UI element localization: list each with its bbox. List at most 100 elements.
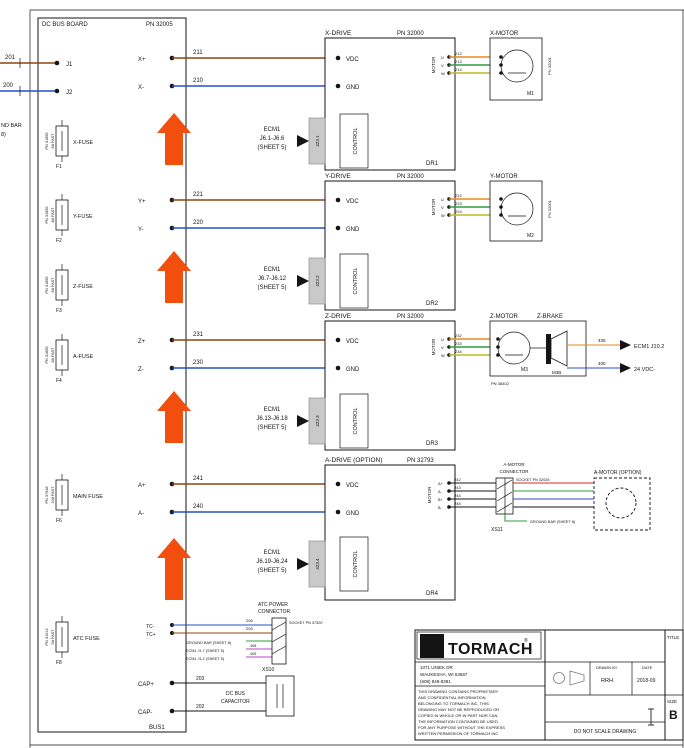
x-ribbon-label: 423.1	[315, 135, 320, 147]
x-motor-port-label: MOTOR	[431, 56, 436, 73]
terminal-a-minus: A-	[138, 511, 144, 517]
z-drive-section: Z-DRIVE PN 32000 VDC GND CONTROL 423.3 E…	[256, 313, 456, 451]
a-motor-option-symbol	[605, 487, 637, 519]
z-brake-bar	[546, 334, 551, 364]
x-drive-title: X-DRIVE	[325, 30, 352, 37]
y-motor-ref: M2	[527, 233, 534, 239]
fuse-x-pn: PN 31655	[45, 133, 49, 150]
atc-ref-ecm-j17: ECM1 J1.7 (SHEET 5)	[186, 649, 225, 653]
x-ecm-line2: J6.1-J6.6	[260, 136, 285, 142]
y-motor-title: Y-MOTOR	[490, 174, 518, 180]
z-motor-title: Z-MOTOR	[490, 314, 519, 320]
wire-234-label: 234	[455, 349, 462, 354]
z-motor-outline	[489, 320, 587, 377]
drawing-frame	[29, 9, 684, 748]
a-drive-outline	[324, 464, 456, 601]
x-motor-pn: PN 32001	[547, 56, 552, 75]
wire-203-label: 203	[196, 676, 205, 682]
tormach-logo-box	[416, 631, 542, 660]
wire-205-label: 205	[246, 626, 253, 631]
wire-233-label: 233	[455, 341, 462, 346]
z-brake-symbol	[550, 330, 568, 367]
a-ecm-line3: (SHEET 5)	[258, 568, 287, 574]
terminal-cap-plus: CAP+	[138, 682, 154, 688]
y-ecm-line3: (SHEET 5)	[258, 285, 287, 291]
y-motor-symbol	[500, 192, 534, 226]
z-motor-ref: M3	[521, 367, 528, 373]
x-motor-outline	[489, 37, 543, 101]
fuse-y-ref: F2	[56, 238, 62, 244]
fuse-y-rating: 8A FAST	[51, 207, 55, 223]
atc-ref-ecm-j12: ECM1 J1.2 (SHEET 5)	[186, 657, 225, 661]
y-vdc-label: VDC	[346, 199, 359, 205]
fuse-atc-rating: 5A FAST	[51, 629, 55, 645]
z-ribbon-label: 423.3	[315, 415, 320, 427]
y-gnd-label: GND	[346, 227, 360, 233]
x-control-label: CONTROL	[353, 128, 359, 155]
fuse-atc-pn: PN 31013	[45, 629, 49, 646]
size-value: B	[669, 708, 678, 722]
wire-214-label: 214	[455, 67, 462, 72]
wire-221-label: 221	[193, 192, 204, 198]
up-arrow-icon-z	[157, 391, 191, 443]
wire-213-label: 213	[455, 59, 462, 64]
z-vdc-label: VDC	[346, 339, 359, 345]
z-brake-title: Z-BRAKE	[537, 314, 563, 320]
y-pin-u: U	[441, 197, 444, 202]
x-drive-outline	[324, 37, 456, 171]
a-control-label: CONTROL	[353, 551, 359, 578]
x-connector-arrow-icon	[297, 135, 309, 147]
z-motor-brake-section: Z-MOTOR Z-BRAKE M3 PN 38402 M3B 435 400 …	[489, 314, 664, 386]
a-motor-option-outline	[593, 477, 651, 531]
date-value: 2018-09	[637, 678, 656, 684]
a-pin-bminus: B-	[438, 506, 443, 510]
wire-400-dest: 24 VDC-	[634, 367, 655, 373]
terminal-j2: J2	[66, 90, 73, 96]
a-motor-conn-title1: A-MOTOR	[503, 462, 525, 467]
y-motor-port-label: MOTOR	[431, 198, 436, 215]
x-drive-pn: PN 32000	[397, 31, 424, 37]
terminal-z-minus: Z-	[138, 367, 144, 373]
z-drive-pn: PN 32000	[397, 314, 424, 320]
a-drive-pn: PN 32793	[407, 458, 434, 464]
wire-240-label: 240	[193, 504, 204, 510]
drawn-by-value: RRH	[601, 678, 613, 684]
y-control-label: CONTROL	[353, 268, 359, 295]
x-ecm-line3: (SHEET 5)	[258, 145, 287, 151]
z-control-label: CONTROL	[353, 408, 359, 435]
dc-bus-capacitor	[265, 675, 295, 717]
capacitor-label-line1: DC BUS	[226, 691, 246, 697]
atc-connector	[271, 617, 287, 665]
tormach-brand: TORMACH	[448, 641, 533, 658]
fuse-main-name: MAIN FUSE	[73, 494, 103, 500]
terminal-y-plus: Y+	[138, 199, 146, 205]
wire-232-label: 232	[455, 333, 462, 338]
edge-note-2: 8)	[1, 132, 6, 138]
terminal-tc-plus: TC+	[146, 632, 156, 638]
a-ecm-line2: J6.19-J6.24	[256, 559, 288, 565]
y-ribbon-label: 423.2	[315, 275, 320, 287]
text-cursor-ibeam	[648, 708, 654, 726]
wire-210-label: 210	[193, 78, 204, 84]
y-drive-section: Y-DRIVE PN 32000 VDC GND CONTROL 423.2 E…	[258, 173, 456, 311]
wire-230-label: 230	[193, 360, 204, 366]
address-line1: 1071 UNIEK DR	[420, 665, 454, 670]
a-ecm-line1: ECM1	[264, 550, 281, 556]
wire-435-label: 435	[598, 338, 606, 343]
wire-244-label: 244	[454, 493, 461, 498]
up-arrow-icon-y	[157, 251, 191, 303]
a-pin-aplus: A+	[438, 482, 444, 486]
y-ecm-line2: J6.7-J6.12	[258, 276, 287, 282]
up-arrow-icon-a	[157, 538, 191, 600]
fuse-z-ref: F3	[56, 308, 62, 314]
y-motor-pn: PN 32001	[547, 199, 552, 218]
z-drive-outline	[324, 320, 456, 451]
wire-211-label: 211	[193, 50, 203, 56]
z-drive-title: Z-DRIVE	[325, 313, 352, 320]
fuse-x-ref: F1	[56, 164, 62, 170]
z-dr3-label: DR3	[426, 441, 439, 447]
atc-title-line2: CONNECTOR	[258, 609, 291, 615]
flow-arrows	[157, 113, 191, 600]
dest-arrow-icon-400	[620, 363, 631, 373]
wire-242-label: 242	[454, 477, 461, 482]
